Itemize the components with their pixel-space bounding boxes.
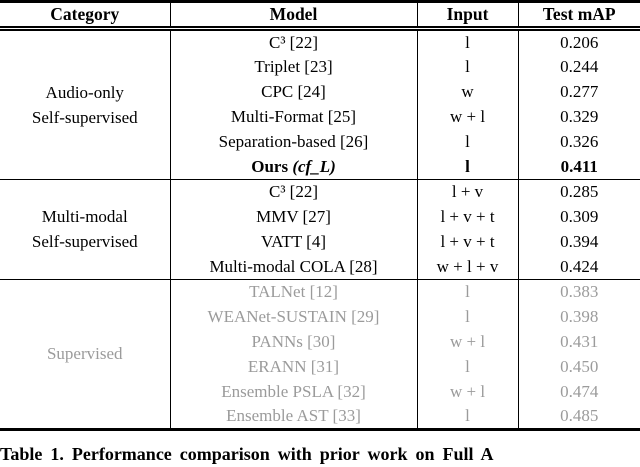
column-header-category: Category — [0, 0, 171, 31]
map-cell: 0.326 — [560, 132, 599, 151]
section-multi-modal-self-supervised: Multi-modal Self-supervised C³ [22] l + … — [0, 179, 640, 279]
section-audio-only-self-supervised: Audio-only Self-supervised C³ [22] l 0.2… — [0, 28, 640, 179]
column-header-input: Input — [417, 0, 519, 31]
ours-label: Ours — [251, 156, 289, 176]
map-cell: 0.383 — [560, 282, 599, 302]
category-line: Self-supervised — [31, 232, 138, 251]
table-row: Triplet [23] l 0.244 — [0, 54, 640, 79]
model-cell: ERANN [31] — [170, 354, 418, 379]
model-cell: C³ [22] — [170, 28, 418, 54]
model-cell: Multi-Format [25] — [170, 104, 418, 129]
input-cell: w + l — [417, 329, 519, 354]
table-row: VATT [4] l + v + t 0.394 — [0, 229, 640, 254]
category-cell-audio-only: Audio-only Self-supervised — [0, 28, 171, 179]
map-cell: 0.398 — [560, 307, 599, 326]
category-cell-multi-modal: Multi-modal Self-supervised — [0, 179, 171, 279]
section-supervised: Supervised TALNet [12] l 0.383 WEANet-SU… — [0, 279, 640, 429]
input-cell: l + v + t — [417, 229, 519, 254]
table-row: MMV [27] l + v + t 0.309 — [0, 204, 640, 229]
model-cell: C³ [22] — [170, 179, 418, 204]
results-table: Category Model Input Test mAP Audio-only… — [0, 0, 640, 429]
map-cell: 0.277 — [560, 82, 599, 101]
input-cell: l + v + t — [417, 204, 519, 229]
category-line: Audio-only — [45, 82, 124, 102]
input-cell: w — [417, 79, 519, 104]
table-row: Multi-modal Self-supervised C³ [22] l + … — [0, 179, 640, 279]
model-cell: Separation-based [26] — [170, 129, 418, 154]
table-row: Audio-only Self-supervised C³ [22] l 0.2… — [0, 28, 640, 179]
category-line: Self-supervised — [31, 107, 138, 127]
map-cell: 0.431 — [560, 332, 599, 351]
table-row: WEANet-SUSTAIN [29] l 0.398 — [0, 304, 640, 329]
table-header-row: Category Model Input Test mAP — [0, 0, 640, 31]
table-caption: Table 1. Performance comparison with pri… — [0, 443, 494, 464]
map-cell: 0.285 — [560, 182, 599, 202]
category-cell-supervised: Supervised — [0, 279, 171, 429]
map-cell: 0.450 — [560, 357, 599, 376]
map-cell: 0.309 — [560, 207, 599, 226]
table-row: PANNs [30] w + l 0.431 — [0, 329, 640, 354]
table-row: ERANN [31] l 0.450 — [0, 354, 640, 379]
model-cell: WEANet-SUSTAIN [29] — [170, 304, 418, 329]
input-cell: w + l + v — [417, 254, 519, 279]
table-row: Ensemble PSLA [32] w + l 0.474 — [0, 379, 640, 404]
model-cell: MMV [27] — [170, 204, 418, 229]
map-cell: 0.244 — [560, 57, 599, 76]
map-cell: 0.485 — [560, 406, 599, 426]
model-cell: Multi-modal COLA [28] — [170, 254, 418, 279]
map-cell: 0.474 — [560, 382, 599, 401]
table-row: CPC [24] w 0.277 — [0, 79, 640, 104]
input-cell: l — [417, 129, 519, 154]
map-cell: 0.329 — [560, 107, 599, 126]
table-row: Multi-Format [25] w + l 0.329 — [0, 104, 640, 129]
input-cell: l — [417, 404, 519, 429]
input-cell: l — [417, 54, 519, 79]
table-row: Ensemble AST [33] l 0.485 — [0, 404, 640, 429]
input-cell: l + v — [417, 179, 519, 204]
table-row: Multi-modal COLA [28] w + l + v 0.424 — [0, 254, 640, 279]
input-cell: l — [417, 154, 519, 179]
model-cell: CPC [24] — [170, 79, 418, 104]
input-cell: l — [417, 279, 519, 304]
input-cell: l — [417, 28, 519, 54]
table-row: Separation-based [26] l 0.326 — [0, 129, 640, 154]
model-cell: TALNet [12] — [170, 279, 418, 304]
table-row: Supervised TALNet [12] l 0.383 — [0, 279, 640, 429]
model-cell: VATT [4] — [170, 229, 418, 254]
map-cell: 0.424 — [560, 256, 599, 276]
category-line: Multi-modal — [41, 207, 128, 226]
model-cell: Ensemble PSLA [32] — [170, 379, 418, 404]
column-header-test-map: Test mAP — [518, 0, 640, 31]
map-cell: 0.206 — [560, 33, 599, 52]
input-cell: w + l — [417, 379, 519, 404]
category-line: Supervised — [46, 344, 123, 363]
input-cell: l — [417, 304, 519, 329]
model-cell: PANNs [30] — [170, 329, 418, 354]
input-cell: w + l — [417, 104, 519, 129]
column-header-model: Model — [170, 0, 418, 31]
input-cell: l — [417, 354, 519, 379]
model-cell-ours: Ours (cf_L) — [170, 154, 418, 179]
model-cell: Triplet [23] — [170, 54, 418, 79]
map-cell: 0.411 — [560, 156, 598, 176]
model-cell: Ensemble AST [33] — [170, 404, 418, 429]
ours-variant-label: (cf_L) — [292, 156, 336, 176]
table-row-ours: Ours (cf_L) l 0.411 — [0, 154, 640, 179]
map-cell: 0.394 — [560, 232, 599, 251]
